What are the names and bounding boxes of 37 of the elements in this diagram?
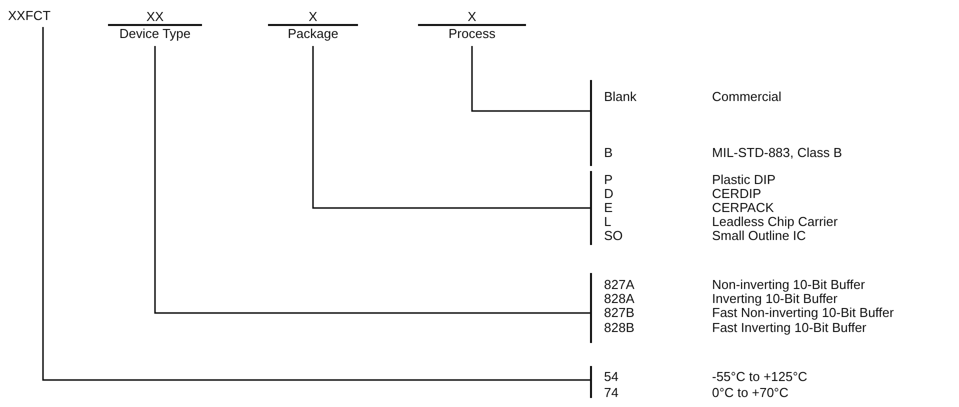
part-number-prefix: XXFCT: [8, 8, 78, 24]
option-code: 828A: [604, 292, 634, 306]
segment-title: Package: [288, 26, 338, 40]
option-description: MIL-STD-883, Class B: [712, 146, 842, 160]
option-code: B: [604, 146, 613, 160]
leader-line: [471, 46, 590, 112]
option-description: Leadless Chip Carrier: [712, 215, 838, 229]
option-description: CERDIP: [712, 187, 762, 201]
option-description: Fast Non-inverting 10-Bit Buffer: [712, 306, 894, 320]
segment-title: Process: [448, 26, 496, 40]
code-letters: XX: [146, 9, 164, 24]
option-description: Small Outline IC: [712, 229, 806, 243]
option-description: -55°C to +125°C: [712, 370, 808, 384]
option-code: SO: [604, 229, 623, 243]
option-code: 827B: [604, 306, 634, 320]
leader-line: [42, 27, 590, 381]
option-description: Commercial: [712, 90, 782, 104]
option-code: E: [604, 201, 613, 215]
option-code: L: [604, 215, 612, 229]
option-code: 827A: [604, 278, 634, 292]
option-code: P: [604, 173, 613, 187]
option-code: D: [604, 187, 614, 201]
option-description: Plastic DIP: [712, 173, 776, 187]
option-code: 54: [604, 370, 618, 384]
option-description: Fast Inverting 10-Bit Buffer: [712, 321, 866, 335]
code-letters: X: [308, 9, 318, 24]
option-code: 828B: [604, 321, 634, 335]
option-description: 0°C to +70°C: [712, 386, 789, 400]
option-description: Inverting 10-Bit Buffer: [712, 292, 838, 306]
option-description: CERPACK: [712, 201, 774, 215]
segment-title: Device Type: [119, 26, 191, 40]
code-letters: X: [468, 9, 476, 24]
leader-line: [312, 46, 590, 209]
leader-line: [154, 46, 590, 314]
option-code: 74: [604, 386, 618, 400]
option-code: Blank: [604, 90, 637, 104]
option-description: Non-inverting 10-Bit Buffer: [712, 278, 865, 292]
